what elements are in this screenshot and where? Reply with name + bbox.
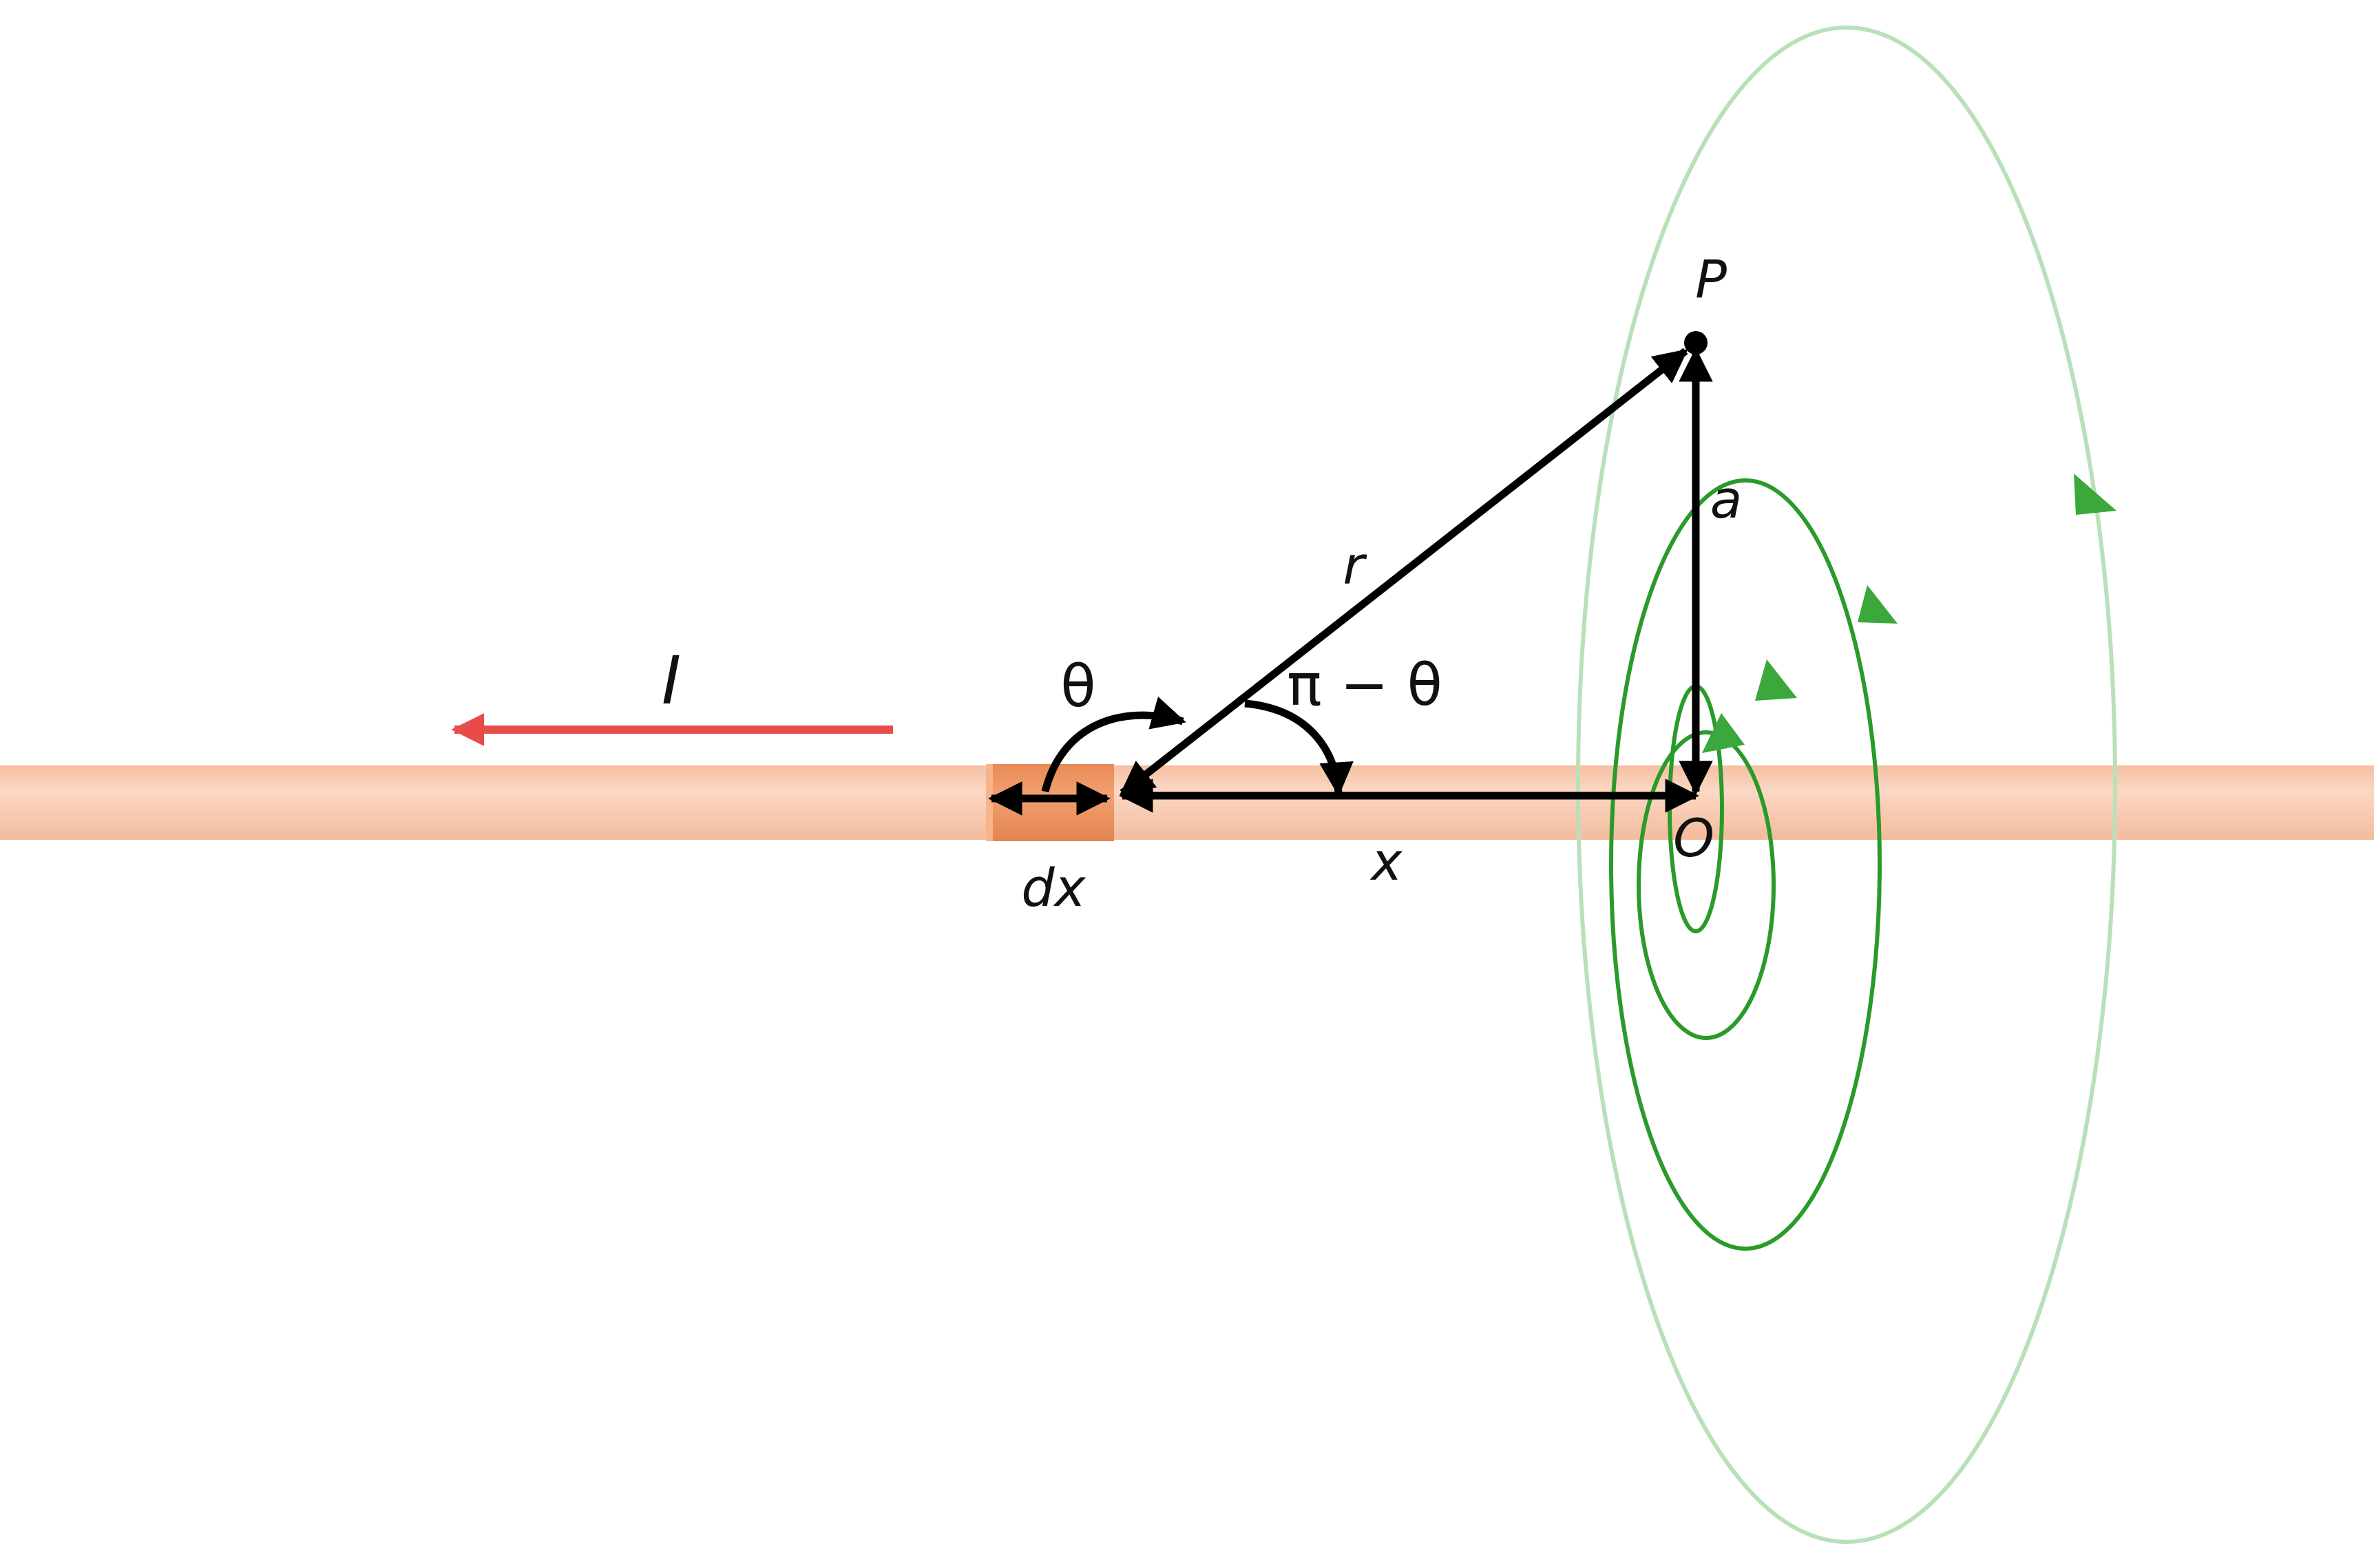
distance-x-label: x <box>1370 831 1403 892</box>
distance-a-label: a <box>1710 469 1743 530</box>
angle-theta-label: θ <box>1060 653 1095 720</box>
angle-theta-arc <box>1041 696 1186 793</box>
current-element-edge-left <box>986 764 993 841</box>
point-p-dot <box>1684 331 1708 354</box>
field-arrow-3 <box>1858 585 1898 624</box>
distance-r-label: r <box>1343 535 1367 596</box>
vector-r <box>1120 348 1688 796</box>
field-arrow-outer <box>2074 474 2116 515</box>
element-dx-label: dx <box>1021 857 1086 918</box>
current-label: I <box>662 642 681 719</box>
vectors <box>988 348 1713 816</box>
field-direction-arrows <box>1702 474 2116 753</box>
field-arrow-2 <box>1755 659 1797 701</box>
angle-pi-minus-theta-label: π − θ <box>1287 651 1442 719</box>
point-p-label: P <box>1695 248 1727 310</box>
field-line-3 <box>1609 478 1882 1251</box>
origin-o-label: O <box>1673 807 1714 869</box>
angle-pi-minus-theta-arc <box>1244 699 1354 796</box>
wire <box>0 765 2374 840</box>
